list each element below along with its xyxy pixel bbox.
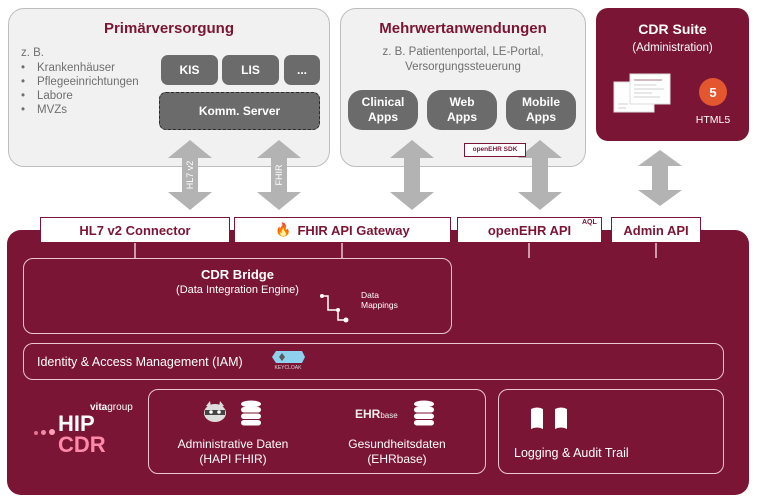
more-button[interactable]: ... — [284, 55, 320, 85]
vitagroup-hip-cdr-logo: vitagroup HIP CDR — [30, 402, 133, 468]
arrow-openehr-right — [518, 140, 562, 210]
list-item: •Pflegeeinrichtungen — [21, 76, 139, 88]
health-data-label: Gesundheitsdaten (EHRbase) — [348, 437, 446, 466]
iam-box — [23, 343, 724, 380]
primaer-intro: z. B. — [21, 47, 45, 59]
mehrwert-title: Mehrwertanwendungen — [379, 20, 547, 37]
cdr-suite-title: CDR Suite — [638, 21, 707, 37]
arrow-openehr-left — [390, 140, 434, 210]
keycloak-icon — [269, 350, 307, 374]
primaerversorgung-title: Primärversorgung — [103, 20, 235, 37]
html5-icon: 5 — [699, 78, 727, 106]
arrow-admin — [638, 150, 682, 206]
flame-icon: 🔥 — [275, 222, 292, 237]
ehrbase-logo: EHRbase — [355, 407, 398, 421]
list-item: •Labore — [21, 90, 73, 102]
admin-screens-icon — [612, 72, 676, 116]
logging-label: Logging & Audit Trail — [514, 446, 629, 460]
list-item: •Krankenhäuser — [21, 62, 115, 74]
list-item: •MVZs — [21, 104, 68, 116]
arrows-layer — [168, 140, 682, 210]
database-icon-fhir — [240, 400, 262, 426]
cdr-bridge-box — [23, 258, 452, 334]
raccoon-icon — [202, 399, 228, 425]
cdr-bridge-subtitle: (Data Integration Engine) — [176, 284, 299, 296]
html5-label: HTML5 — [695, 114, 731, 126]
logging-box — [498, 389, 724, 474]
mapping-icon — [318, 292, 358, 326]
admin-data-label: Administrative Daten (HAPI FHIR) — [177, 437, 289, 466]
kis-button[interactable]: KIS — [161, 55, 218, 85]
data-storage-box — [148, 389, 486, 474]
iam-label: Identity & Access Management (IAM) — [37, 355, 243, 369]
aql-label: AQL — [582, 219, 597, 226]
mehrwert-desc: z. B. Patientenportal, LE-Portal, Versor… — [382, 46, 544, 73]
cdr-suite-box — [596, 8, 749, 141]
lis-button[interactable]: LIS — [222, 55, 279, 85]
keycloak-label: KEYCLOAK — [274, 365, 302, 371]
connector-lines — [134, 243, 657, 258]
admin-api[interactable]: Admin API — [611, 217, 701, 243]
cdr-platform-block — [7, 230, 749, 495]
cdr-suite-subtitle: (Administration) — [632, 42, 713, 54]
html5-badge: 5 — [709, 84, 717, 100]
logging-icon — [529, 405, 573, 431]
openehr-api[interactable]: openEHR API — [457, 217, 602, 243]
mehrwert-box — [340, 8, 586, 167]
arrow-hl7 — [168, 140, 212, 210]
arrow-fhir — [257, 140, 301, 210]
primaer-list: •Krankenhäuser •Pflegeeinrichtungen •Lab… — [21, 61, 161, 117]
komm-server-button[interactable]: Komm. Server — [159, 92, 320, 130]
hl7-connector[interactable]: HL7 v2 Connector — [40, 217, 230, 243]
data-mappings-label: Data Mappings — [361, 290, 398, 310]
database-icon-ehr — [413, 400, 435, 426]
fhir-api-gateway[interactable]: 🔥FHIR API Gateway — [234, 217, 451, 243]
primaerversorgung-box — [8, 8, 330, 167]
cdr-bridge-title: CDR Bridge — [201, 267, 274, 282]
openehr-sdk-label: openEHR SDK — [464, 143, 526, 157]
